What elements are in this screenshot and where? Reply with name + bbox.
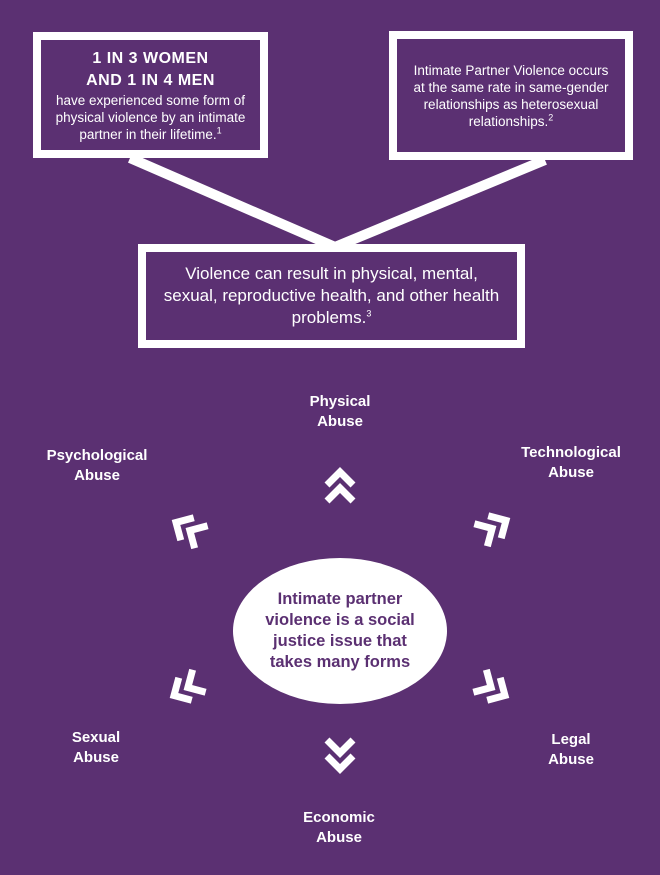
center-ellipse: Intimate partner violence is a social ju…	[233, 558, 447, 704]
statistic-body: have experienced some form of physical v…	[55, 92, 246, 142]
footnote-3: 3	[366, 308, 372, 319]
chevron-down-left-icon	[169, 668, 207, 704]
footnote-1: 1	[216, 125, 222, 135]
statistic-headline-1: 1 IN 3 WOMEN	[92, 49, 209, 67]
health-result-body: Violence can result in physical, mental,…	[163, 264, 500, 327]
statistic-headline-2: AND 1 IN 4 MEN	[86, 71, 215, 89]
chevron-up-left-icon	[171, 514, 209, 550]
chevron-up-right-icon	[473, 512, 511, 548]
chevron-up-icon	[324, 467, 356, 504]
same-gender-box: Intimate Partner Violence occurs at the …	[389, 31, 633, 160]
same-gender-body: Intimate Partner Violence occurs at the …	[413, 62, 609, 129]
statistic-box: 1 IN 3 WOMEN AND 1 IN 4 MEN have experie…	[33, 32, 268, 158]
footnote-2: 2	[548, 112, 554, 122]
center-text: Intimate partner violence is a social ju…	[265, 590, 415, 671]
chevron-down-icon	[324, 737, 356, 774]
chevron-down-right-icon	[472, 668, 510, 704]
health-result-box: Violence can result in physical, mental,…	[138, 244, 525, 348]
